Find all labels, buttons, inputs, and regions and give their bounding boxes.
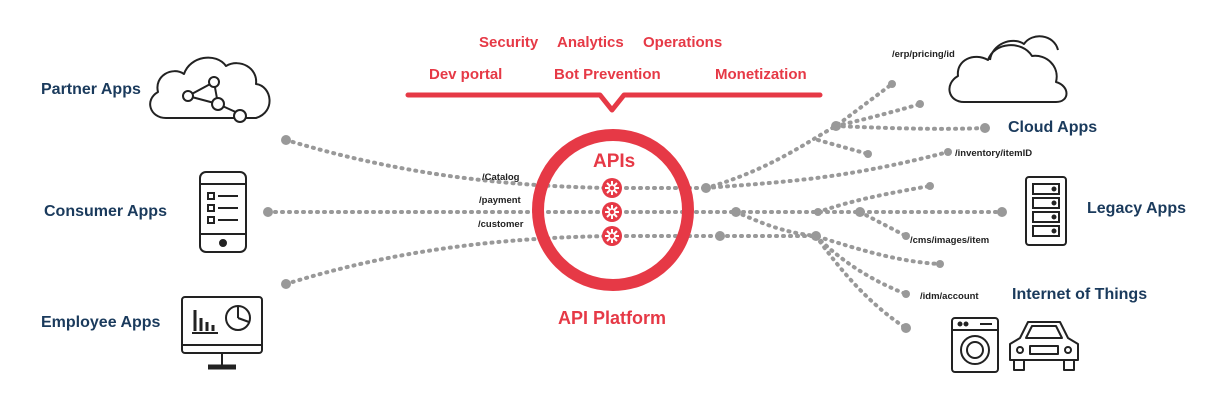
- feature-analytics: Analytics: [557, 34, 624, 51]
- employee-apps-label: Employee Apps: [41, 314, 161, 331]
- connector-cms: [858, 210, 908, 238]
- connector-cloud-1: [834, 102, 922, 128]
- connector-iot-3: [814, 234, 908, 330]
- path-erp: /erp/pricing/id: [892, 49, 955, 60]
- feature-bot-prevention: Bot Prevention: [554, 66, 661, 83]
- connector-cloud-3: [816, 138, 870, 156]
- feature-security: Security: [479, 34, 539, 51]
- cloud-icon: [948, 35, 1068, 103]
- api-platform-label: API Platform: [558, 308, 667, 328]
- path-payment: /payment: [479, 195, 521, 206]
- washing-machine-icon: [951, 317, 999, 373]
- api-icon-customer: [602, 226, 622, 246]
- feature-operations: Operations: [643, 34, 723, 51]
- connector-partner: [284, 138, 614, 190]
- connector-dots: [263, 80, 1007, 333]
- cloud-apps-label: Cloud Apps: [1008, 119, 1098, 136]
- api-platform-ring: [532, 129, 694, 291]
- car-icon: [1009, 321, 1079, 371]
- api-icon-payment: [602, 202, 622, 222]
- monitor-charts-icon: [181, 296, 263, 370]
- path-customer: /customer: [478, 219, 524, 230]
- mobile-phone-icon: [199, 171, 247, 253]
- api-icon-catalog: [602, 178, 622, 198]
- path-catalog: /Catalog: [482, 172, 520, 183]
- connector-iot-2: [814, 234, 908, 296]
- left-connectors: [266, 138, 738, 286]
- apis-label: APIs: [593, 151, 636, 172]
- consumer-apps-label: Consumer Apps: [44, 203, 167, 220]
- feature-bracket: [405, 92, 823, 113]
- connector-erp: [704, 82, 894, 190]
- connector-legacy-2: [816, 184, 932, 214]
- feature-dev-portal: Dev portal: [429, 66, 503, 83]
- path-inventory: /inventory/itemID: [955, 148, 1033, 159]
- connector-inventory: [704, 150, 950, 190]
- internet-of-things-label: Internet of Things: [1012, 286, 1148, 303]
- connector-cloud-2: [834, 124, 987, 131]
- server-rack-icon: [1025, 176, 1067, 246]
- path-cms: /cms/images/item: [910, 235, 990, 246]
- legacy-apps-label: Legacy Apps: [1087, 200, 1186, 217]
- feature-monetization: Monetization: [715, 66, 807, 83]
- cloud-share-icon: [149, 56, 271, 123]
- partner-apps-label: Partner Apps: [41, 81, 141, 98]
- path-idm: /idm/account: [920, 291, 979, 302]
- connector-employee: [284, 234, 614, 286]
- connector-cms-2: [734, 210, 818, 238]
- connector-iot-1: [718, 234, 942, 266]
